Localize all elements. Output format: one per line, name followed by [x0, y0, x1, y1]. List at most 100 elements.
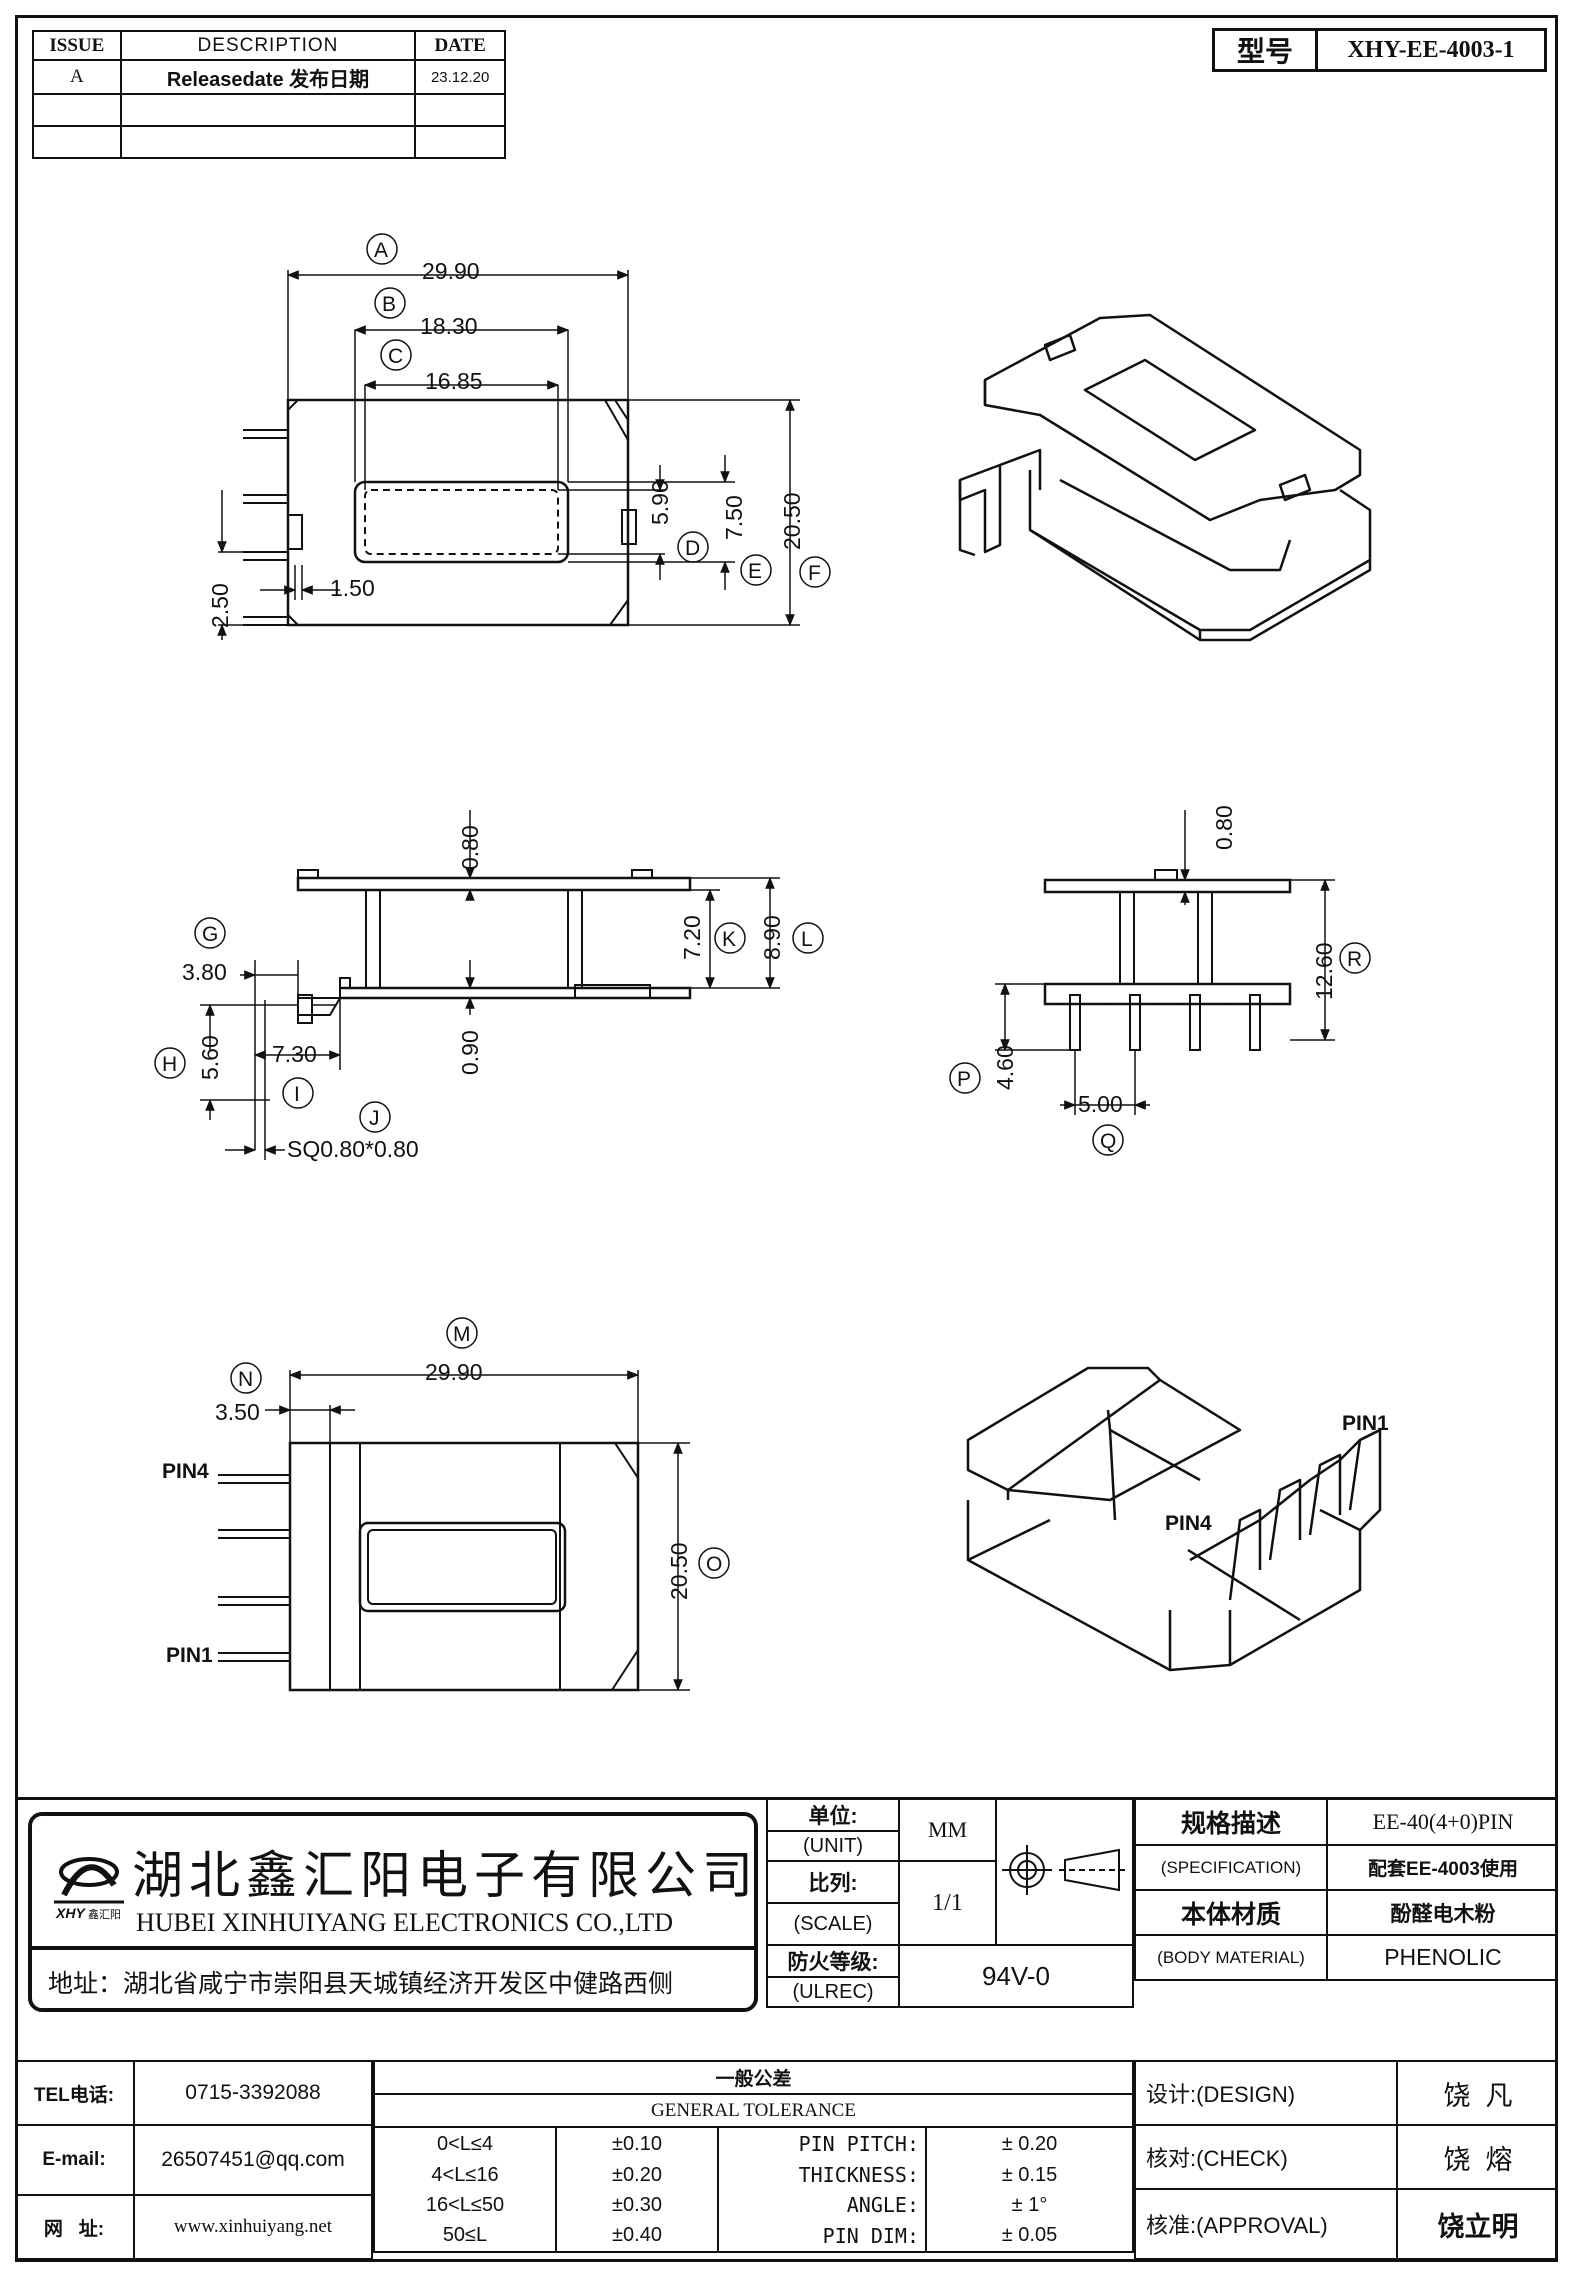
dim-side-080: 0.80 — [1211, 805, 1237, 850]
dim-g: 3.80 — [182, 959, 227, 985]
dim-p: 4.60 — [992, 1045, 1018, 1090]
svg-text:H: H — [162, 1053, 177, 1076]
callout-n: N — [230, 1362, 262, 1394]
svg-text:Q: Q — [1100, 1130, 1116, 1153]
spec-value-2: 配套EE-4003使用 — [1326, 1844, 1558, 1891]
callout-m: M — [446, 1317, 478, 1349]
spec-value-1: EE-40(4+0)PIN — [1326, 1800, 1558, 1846]
unit-value: MM — [898, 1800, 997, 1862]
design-name: 饶 凡 — [1396, 2060, 1558, 2126]
svg-text:G: G — [202, 923, 218, 946]
dim-k: 7.20 — [679, 915, 705, 960]
tolerance-value: ±0.30 — [555, 2190, 719, 2220]
projection-symbol — [995, 1800, 1134, 1946]
dim-c: 16.85 — [425, 368, 483, 394]
tolerance-table: 一般公差 GENERAL TOLERANCE 0<L≤4 ±0.10 PIN P… — [373, 2060, 1134, 2253]
tolerance-item-value: ± 0.15 — [925, 2160, 1134, 2190]
dim-d: 5.90 — [647, 480, 673, 525]
dim-tab-w: 1.50 — [330, 575, 375, 601]
callout-c: C — [380, 339, 412, 371]
tolerance-title-cn: 一般公差 — [373, 2060, 1134, 2095]
web-label: 网 址: — [15, 2194, 135, 2260]
empty-cell — [32, 93, 122, 127]
isometric-view-top — [958, 313, 1372, 642]
scale-label: 比列: — [766, 1860, 900, 1904]
callout-q: Q — [1092, 1124, 1124, 1156]
tolerance-range: 4<L≤16 — [373, 2160, 557, 2190]
fire-label-en: (ULREC) — [766, 1976, 900, 2008]
callout-a: A — [366, 233, 398, 265]
svg-text:E: E — [748, 560, 762, 583]
callout-i: I — [282, 1077, 314, 1109]
contact-table: TEL电话: 0715-3392088 E-mail: 26507451@qq.… — [15, 2060, 373, 2260]
tel-label: TEL电话: — [15, 2060, 135, 2126]
callout-k: K — [714, 922, 746, 954]
tolerance-value: ±0.40 — [555, 2220, 719, 2253]
svg-text:P: P — [957, 1068, 971, 1091]
technical-drawing: 29.90 18.30 16.85 1.50 5.90 7.50 20.50 2… — [154, 233, 1389, 1692]
tolerance-range: 50≤L — [373, 2220, 557, 2253]
fire-value: 94V-0 — [898, 1944, 1134, 2008]
dim-r: 12.60 — [1311, 942, 1337, 1000]
material-value-cn: 酚醛电木粉 — [1326, 1889, 1558, 1936]
svg-text:D: D — [685, 537, 700, 560]
callout-j: J — [359, 1101, 391, 1133]
callout-e: E — [740, 554, 772, 586]
company-name-cn: 湖北鑫汇阳电子有限公司 — [132, 1847, 760, 1906]
dim-l: 8.90 — [759, 915, 785, 960]
company-box: XHY 鑫汇阳 湖北鑫汇阳电子有限公司 HUBEI XINHUIYANG ELE… — [28, 1812, 758, 2012]
svg-text:A: A — [374, 239, 388, 262]
issue-cell: A — [32, 59, 122, 95]
dim-m: 29.90 — [425, 1359, 483, 1385]
tolerance-title-en: GENERAL TOLERANCE — [373, 2093, 1134, 2128]
callout-r: R — [1339, 942, 1371, 974]
tolerance-item-label: THICKNESS: — [717, 2160, 927, 2190]
callout-f: F — [799, 556, 831, 588]
check-name: 饶 熔 — [1396, 2124, 1558, 2190]
tolerance-item-label: ANGLE: — [717, 2190, 927, 2220]
email-value: 26507451@qq.com — [133, 2124, 373, 2196]
svg-text:I: I — [294, 1083, 300, 1106]
tolerance-range: 0<L≤4 — [373, 2126, 557, 2160]
web-value: www.xinhuiyang.net — [133, 2194, 373, 2260]
material-value-en: PHENOLIC — [1326, 1934, 1558, 1981]
bottom-view — [218, 1370, 690, 1692]
signoff-table: 设计:(DESIGN) 饶 凡 核对:(CHECK) 饶 熔 核准:(APPRO… — [1134, 2060, 1558, 2260]
pin1-label-bottom: PIN1 — [166, 1644, 213, 1667]
side-view — [995, 810, 1335, 1115]
callout-d: D — [677, 531, 709, 563]
spec-table: 规格描述 EE-40(4+0)PIN (SPECIFICATION) 配套EE-… — [1134, 1800, 1558, 1981]
empty-cell — [119, 93, 417, 127]
isometric-view-bottom — [966, 1366, 1382, 1672]
dim-q: 5.00 — [1078, 1091, 1123, 1117]
fire-label: 防火等级: — [766, 1944, 900, 1978]
tolerance-item-value: ± 1° — [925, 2190, 1134, 2220]
empty-cell — [414, 125, 506, 159]
dim-bot-090: 0.90 — [457, 1030, 483, 1075]
company-name-en: HUBEI XINHUIYANG ELECTRONICS CO.,LTD — [136, 1908, 674, 1937]
dim-top-080: 0.80 — [457, 825, 483, 870]
dim-o: 20.50 — [666, 1542, 692, 1600]
material-label-en: (BODY MATERIAL) — [1134, 1934, 1328, 1981]
svg-text:C: C — [388, 345, 403, 368]
svg-text:M: M — [453, 1323, 471, 1346]
material-label: 本体材质 — [1134, 1889, 1328, 1936]
company-divider — [28, 1946, 758, 1950]
dim-e: 7.50 — [721, 495, 747, 540]
pin1-label-iso: PIN1 — [1342, 1412, 1389, 1435]
svg-text:XHY: XHY — [55, 1905, 86, 1921]
approval-label: 核准:(APPROVAL) — [1134, 2188, 1398, 2260]
unit-label: 单位: — [766, 1800, 900, 1832]
email-label: E-mail: — [15, 2124, 135, 2196]
svg-text:B: B — [382, 293, 396, 316]
empty-cell — [414, 93, 506, 127]
svg-text:J: J — [369, 1107, 380, 1130]
issue-header: ISSUE — [32, 30, 122, 61]
top-view — [217, 270, 800, 640]
design-label: 设计:(DESIGN) — [1134, 2060, 1398, 2126]
date-header: DATE — [414, 30, 506, 61]
svg-text:鑫汇阳: 鑫汇阳 — [88, 1907, 121, 1921]
callout-o: O — [698, 1547, 730, 1579]
front-view — [200, 810, 780, 1160]
dimension-labels: 29.90 18.30 16.85 1.50 5.90 7.50 20.50 2… — [182, 258, 1337, 1600]
